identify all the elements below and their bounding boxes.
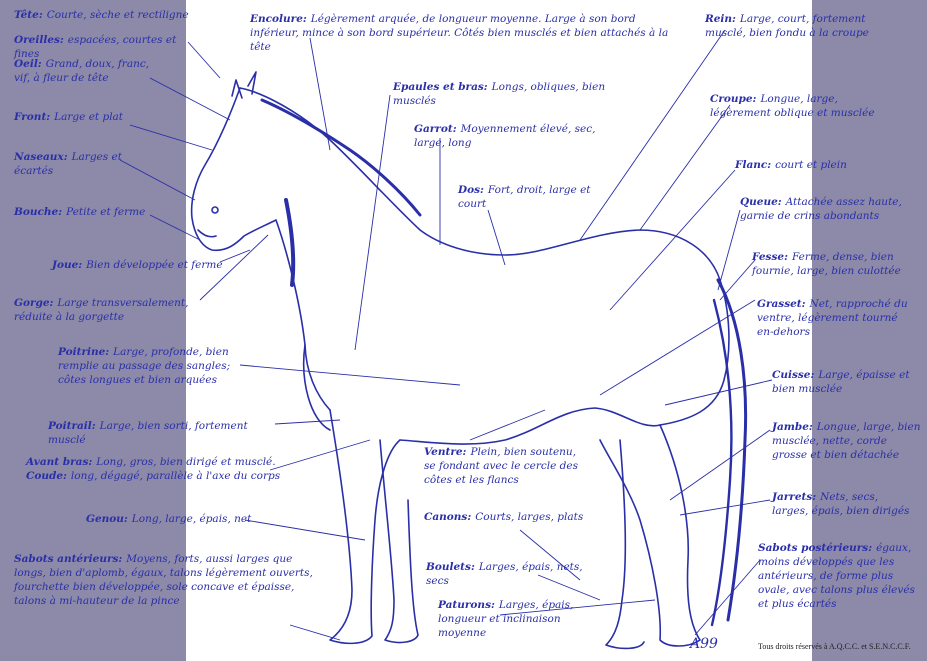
label-encolure: Encolure:Légèrement arquée, de longueur … [250, 12, 680, 54]
copyright-notice: Tous droits réservés à A.Q.C.C. et S.E.N… [758, 642, 911, 651]
label-croupe: Croupe:Longue, large, légèrement oblique… [710, 92, 890, 120]
label-genou: Genou:Long, large, épais, net [86, 512, 266, 526]
label-jarrets: Jarrets:Nets, secs, larges, épais, bien … [772, 490, 917, 518]
label-poitrail: Poitrail:Large, bien sorti, fortement mu… [48, 419, 288, 447]
label-coude: Coude:long, dégagé, parallèle à l'axe du… [26, 469, 296, 483]
label-tete: Tête:Courte, sèche et rectiligne [14, 8, 204, 22]
label-flanc: Flanc:court et plein [735, 158, 895, 172]
label-garrot: Garrot:Moyennement élevé, sec, large, lo… [414, 122, 624, 150]
label-boulets: Boulets:Larges, épais, nets, secs [426, 560, 606, 588]
label-front: Front:Large et plat [14, 110, 184, 124]
label-sabots-posterieurs: Sabots postérieurs:égaux, moins développ… [758, 541, 924, 611]
label-joue: Joue:Bien développée et ferme [52, 258, 232, 272]
label-gorge: Gorge:Large transversalement, réduite à … [14, 296, 219, 324]
label-bouche: Bouche:Petite et ferme [14, 205, 189, 219]
label-avant-bras: Avant bras:Long, gros, bien dirigé et mu… [26, 455, 286, 469]
label-cuisse: Cuisse:Large, épaisse et bien musclée [772, 368, 924, 396]
label-naseaux: Naseaux:Larges et écartés [14, 150, 139, 178]
label-ventre: Ventre:Plein, bien soutenu, se fondant a… [424, 445, 584, 487]
label-sabots-anterieurs: Sabots antérieurs:Moyens, forts, aussi l… [14, 552, 314, 608]
label-rein: Rein:Large, court, fortement musclé, bie… [705, 12, 880, 40]
label-paturons: Paturons:Larges, épais, longueur et incl… [438, 598, 588, 640]
label-dos: Dos:Fort, droit, large et court [458, 183, 593, 211]
label-epaules-bras: Epaules et bras:Longs, obliques, bien mu… [393, 80, 643, 108]
label-canons: Canons:Courts, larges, plats [424, 510, 604, 524]
label-oeil: Oeil:Grand, doux, franc, vif, à fleur de… [14, 57, 154, 85]
label-fesse: Fesse:Ferme, dense, bien fournie, large,… [752, 250, 924, 278]
label-queue: Queue:Attachée assez haute, garnie de cr… [740, 195, 925, 223]
label-poitrine: Poitrine:Large, profonde, bien remplie a… [58, 345, 258, 387]
label-jambe: Jambe:Longue, large, bien musclée, nette… [772, 420, 924, 462]
signature: A99 [688, 636, 718, 652]
label-grasset: Grasset:Net, rapproché du ventre, légère… [757, 297, 917, 339]
